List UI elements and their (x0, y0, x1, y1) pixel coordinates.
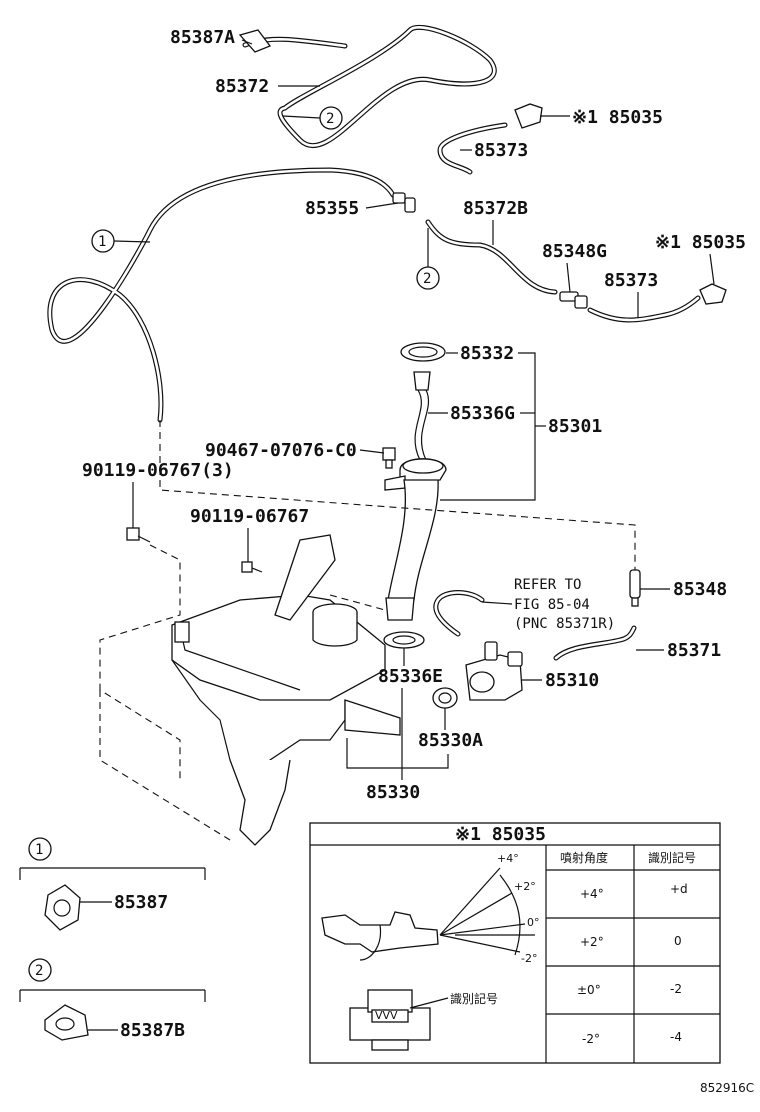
label-85373-mid: 85373 (604, 270, 658, 291)
svg-text:+4°: +4° (497, 852, 519, 865)
row1-mark: +d (670, 882, 688, 896)
row1-angle: +4° (580, 887, 604, 901)
clip-85387A-icon (238, 29, 272, 53)
label-85372B: 85372B (463, 198, 528, 219)
svg-text:1: 1 (98, 234, 106, 250)
joint-85348G-icon (559, 291, 588, 309)
label-85336G: 85336G (450, 403, 515, 424)
inset-clip-2: 2 85387B (19, 958, 206, 1041)
spray-angle-fan: +4° +2° 0° -2° (439, 852, 540, 965)
label-85330A: 85330A (418, 730, 483, 751)
refer-line-3: (PNC 85371R) (514, 616, 615, 632)
tank-85330 (171, 534, 401, 846)
bolt-90119-icon (241, 561, 263, 573)
diagram-code: 852916C (700, 1081, 754, 1095)
svg-text:1: 1 (35, 842, 43, 858)
nozzle-front-view-icon: VVV 識別記号 (349, 989, 498, 1051)
nozzle-side-view-icon (321, 911, 439, 961)
nozzle-85035-mid-icon (699, 283, 727, 305)
bolt-90119-3-icon (126, 527, 151, 543)
row4-mark: -4 (670, 1030, 682, 1044)
label-85355: 85355 (305, 198, 359, 219)
table-col-angle: 噴射角度 (560, 850, 608, 865)
label-90467: 90467-07076-C0 (205, 440, 357, 461)
row2-mark: 0 (674, 934, 682, 948)
row3-angle: ±0° (577, 983, 601, 997)
label-90119-3: 90119-06767(3) (82, 460, 234, 481)
svg-text:2: 2 (35, 963, 43, 979)
grommet-85330A-icon (432, 687, 458, 709)
label-90119: 90119-06767 (190, 506, 309, 527)
hose-85373-top (437, 122, 508, 175)
label-85387A: 85387A (170, 27, 235, 48)
label-85387B: 85387B (120, 1020, 185, 1041)
table-title: ※1 85035 (455, 824, 546, 845)
nozzle-angle-table: ※1 85035 噴射角度 識別記号 +4° +d +2° 0 ±0° -2 -… (309, 822, 721, 1064)
svg-text:2: 2 (326, 111, 334, 127)
label-85348: 85348 (673, 579, 727, 600)
label-85035-mid: ※1 85035 (655, 232, 746, 253)
clip-marker-1-hose: 1 (91, 229, 151, 253)
row2-angle: +2° (580, 935, 604, 949)
svg-text:0°: 0° (527, 916, 540, 929)
clip-marker-2-hose-top: 2 (282, 106, 343, 130)
svg-text:VVV: VVV (375, 1009, 398, 1022)
hose-85371 (433, 590, 637, 661)
label-85332: 85332 (460, 343, 514, 364)
svg-text:+2°: +2° (514, 880, 536, 893)
assembly-lines (99, 420, 636, 841)
table-col-mark: 識別記号 (648, 850, 696, 865)
label-85301: 85301 (548, 416, 602, 437)
label-85387: 85387 (114, 892, 168, 913)
refer-line-1: REFER TO (514, 577, 581, 593)
hose-85372B (425, 219, 558, 295)
pump-85310 (465, 641, 523, 701)
joint-85355-icon (392, 192, 416, 213)
label-85035-top: ※1 85035 (572, 107, 663, 128)
row4-angle: -2° (582, 1032, 600, 1046)
label-85348G: 85348G (542, 241, 607, 262)
clip-marker-2-hose-mid: 2 (416, 228, 440, 290)
svg-text:2: 2 (423, 271, 431, 287)
bolt-90467-icon (382, 447, 396, 469)
label-85330: 85330 (366, 782, 420, 803)
label-85310: 85310 (545, 670, 599, 691)
nozzle-85035-top-icon (514, 103, 543, 129)
label-85372: 85372 (215, 76, 269, 97)
check-valve-85348-icon (629, 569, 641, 607)
marking-label: 識別記号 (450, 991, 498, 1006)
label-85336E: 85336E (378, 666, 443, 687)
row3-mark: -2 (670, 982, 682, 996)
label-85371: 85371 (667, 640, 721, 661)
refer-line-2: FIG 85-04 (514, 597, 590, 613)
inset-clip-1: 1 85387 (19, 837, 206, 931)
label-85373-top: 85373 (474, 140, 528, 161)
svg-text:-2°: -2° (521, 952, 537, 965)
hose-85373-mid (587, 295, 701, 323)
